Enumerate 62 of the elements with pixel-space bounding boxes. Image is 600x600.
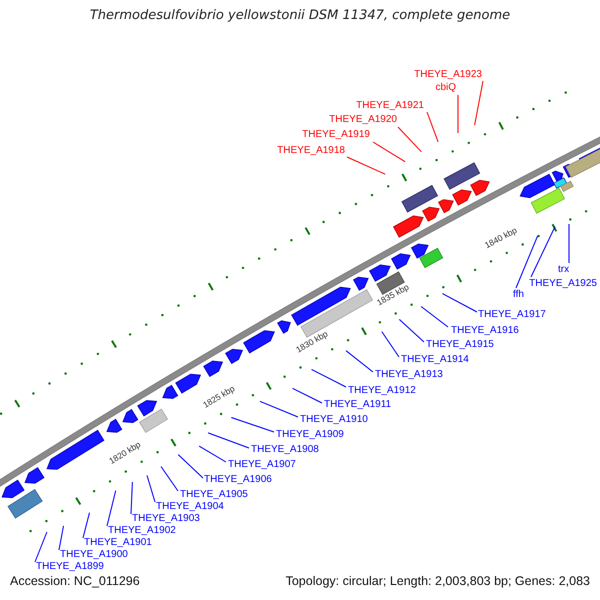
gene-label: THEYE_A1912 (348, 385, 416, 397)
gene-label: THEYE_A1910 (300, 414, 368, 426)
leader-line (160, 466, 178, 492)
gene-label: THEYE_A1918 (277, 145, 345, 157)
leader-line (34, 532, 48, 562)
leader-line (381, 331, 400, 358)
leader-line (346, 350, 374, 372)
leader-line (398, 126, 422, 152)
gene-label: THEYE_A1921 (356, 100, 424, 112)
leader-line (208, 432, 250, 448)
leader-line (130, 482, 133, 514)
scale-label: 1840 kbp (484, 226, 519, 250)
gene-label: THEYE_A1905 (180, 489, 248, 501)
gene-label: THEYE_A1901 (84, 537, 152, 549)
gene-label: THEYE_A1916 (451, 325, 519, 337)
genome-info-text: Topology: circular; Length: 2,003,803 bp; Genes: 2,083 (286, 574, 590, 588)
leader-line (259, 400, 298, 418)
gene-label: ffh (513, 289, 524, 301)
gene-label: THEYE_A1923 (414, 69, 482, 81)
gene-label: THEYE_A1907 (228, 459, 296, 471)
scale-label: 1835 kbp (376, 282, 411, 308)
leader-line (82, 512, 90, 538)
accession-text: Accession: NC_011296 (10, 574, 140, 588)
leader-line (178, 454, 204, 478)
gene-label: THEYE_A1914 (401, 354, 469, 366)
gene-label: THEYE_A1915 (426, 339, 494, 351)
gene-label: THEYE_A1920 (329, 114, 397, 126)
leader-line (372, 142, 406, 162)
leader-line (426, 112, 439, 142)
leader-line (146, 474, 156, 502)
gene-label: THEYE_A1902 (108, 525, 176, 537)
scale-label: 1830 kbp (294, 330, 330, 355)
gene-label: THEYE_A1903 (132, 513, 200, 525)
gene-label: THEYE_A1925 (529, 278, 597, 290)
gene-label: THEYE_A1904 (156, 501, 224, 513)
gene-label: THEYE_A1909 (276, 429, 344, 441)
leader-line (198, 446, 226, 462)
gene-label: THEYE_A1900 (60, 549, 128, 561)
gene-label: THEYE_A1899 (36, 561, 104, 573)
leader-line (442, 293, 478, 312)
leader-line (420, 306, 448, 328)
leader-line (474, 80, 484, 126)
leader-line (230, 417, 274, 432)
leader-line (530, 226, 556, 278)
gene-label: cbiQ (435, 82, 456, 94)
gene-label: THEYE_A1919 (302, 129, 370, 141)
gene-label: THEYE_A1913 (375, 369, 443, 381)
leader-line (58, 525, 64, 550)
leader-line (106, 490, 116, 526)
leader-line (292, 388, 322, 404)
gene-label: THEYE_A1906 (204, 474, 272, 486)
leader-line (398, 318, 424, 342)
leader-line (311, 368, 346, 388)
leader-line (516, 235, 538, 288)
gene-label: THEYE_A1908 (251, 444, 319, 456)
gene-label: THEYE_A1911 (324, 399, 392, 411)
gene-label: trx (558, 264, 570, 276)
leader-line (568, 224, 570, 264)
diagram-title: Thermodesulfovibrio yellowstonii DSM 11347, complete genome (90, 8, 510, 23)
gene-label: THEYE_A1917 (478, 309, 546, 321)
scale-label: 1820 kbp (108, 440, 143, 466)
leader-line (346, 156, 386, 175)
